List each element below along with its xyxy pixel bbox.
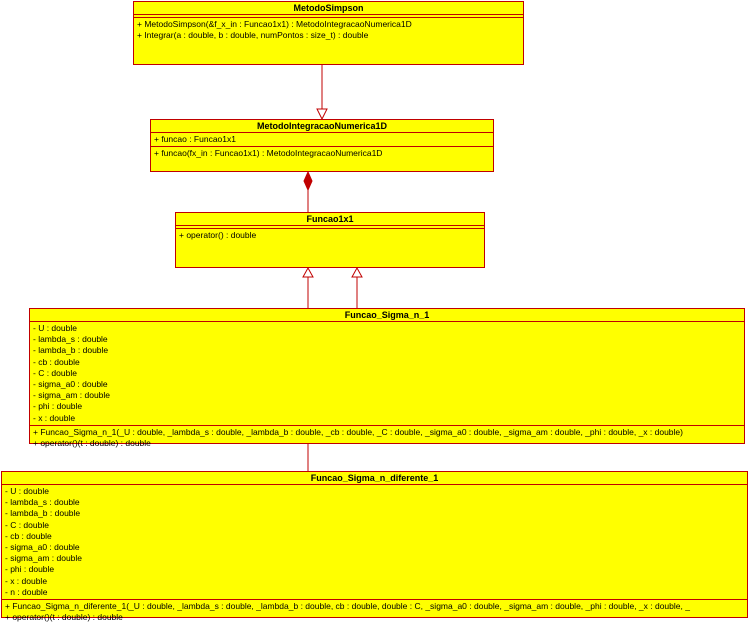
attribute: - x : double: [5, 575, 48, 586]
attribute: - cb : double: [5, 530, 52, 541]
attribute: - phi : double: [33, 401, 83, 412]
class-name: MetodoSimpson: [134, 2, 523, 15]
attribute: - sigma_a0 : double: [5, 541, 80, 552]
operation: + operator()(t : double) : double: [5, 612, 123, 623]
class-name: MetodoIntegracaoNumerica1D: [151, 120, 493, 133]
class-funcao-1x1[interactable]: Funcao1x1 + operator() : double: [175, 212, 485, 268]
attribute: - U : double: [33, 323, 77, 333]
operation: + Funcao_Sigma_n_1(_U : double, _lambda_…: [33, 426, 683, 437]
attribute: + funcao : Funcao1x1: [154, 134, 236, 144]
attribute: - C : double: [33, 367, 77, 378]
operations-section: + funcao(fx_in : Funcao1x1) : MetodoInte…: [151, 147, 493, 160]
attributes-section: - U : double - lambda_s : double - lambd…: [2, 485, 747, 600]
attribute: - n : double: [5, 586, 48, 597]
generalization-sigma-dif-arrowhead: [351, 266, 363, 278]
attribute: - C : double: [5, 519, 49, 530]
class-funcao-sigma-n-diferente-1[interactable]: Funcao_Sigma_n_diferente_1 - U : double …: [1, 471, 748, 622]
operations-section: + operator() : double: [176, 229, 484, 242]
operation: + operator()(t : double) : double: [33, 437, 151, 448]
attribute: - sigma_am : double: [5, 553, 83, 564]
attribute: - lambda_s : double: [5, 497, 80, 508]
attribute: - lambda_s : double: [33, 334, 108, 345]
class-name: Funcao1x1: [176, 213, 484, 226]
class-metodo-integracao-numerica-1d[interactable]: MetodoIntegracaoNumerica1D + funcao : Fu…: [150, 119, 494, 172]
operations-section: + MetodoSimpson(&f_x_in : Funcao1x1) : M…: [134, 18, 523, 42]
generalization-simpson-arrowhead: [316, 108, 328, 121]
attributes-section: [176, 226, 484, 229]
attribute: - U : double: [5, 486, 49, 496]
attribute: - cb : double: [33, 356, 80, 367]
attribute: - phi : double: [5, 564, 55, 575]
operation: + funcao(fx_in : Funcao1x1) : MetodoInte…: [154, 148, 383, 159]
generalization-sigma1-arrowhead: [302, 266, 314, 278]
attributes-section: [134, 15, 523, 18]
operation: + Integrar(a : double, b : double, numPo…: [137, 30, 369, 41]
attribute: - sigma_a0 : double: [33, 378, 108, 389]
class-name: Funcao_Sigma_n_diferente_1: [2, 472, 747, 485]
attribute: - sigma_am : double: [33, 390, 111, 401]
attributes-section: - U : double - lambda_s : double - lambd…: [30, 322, 744, 426]
attribute: - lambda_b : double: [5, 508, 81, 519]
class-funcao-sigma-n-1[interactable]: Funcao_Sigma_n_1 - U : double - lambda_s…: [29, 308, 745, 448]
operations-section: + Funcao_Sigma_n_diferente_1(_U : double…: [2, 600, 747, 624]
operation: + operator() : double: [179, 230, 257, 240]
class-name: Funcao_Sigma_n_1: [30, 309, 744, 322]
operation: + Funcao_Sigma_n_diferente_1(_U : double…: [5, 600, 690, 611]
composition-diamond: [303, 170, 313, 192]
attribute: - x : double: [33, 412, 76, 423]
attributes-section: + funcao : Funcao1x1: [151, 133, 493, 148]
operations-section: + Funcao_Sigma_n_1(_U : double, _lambda_…: [30, 426, 744, 450]
class-metodo-simpson[interactable]: MetodoSimpson + MetodoSimpson(&f_x_in : …: [133, 1, 524, 65]
operation: + MetodoSimpson(&f_x_in : Funcao1x1) : M…: [137, 19, 412, 29]
attribute: - lambda_b : double: [33, 345, 109, 356]
